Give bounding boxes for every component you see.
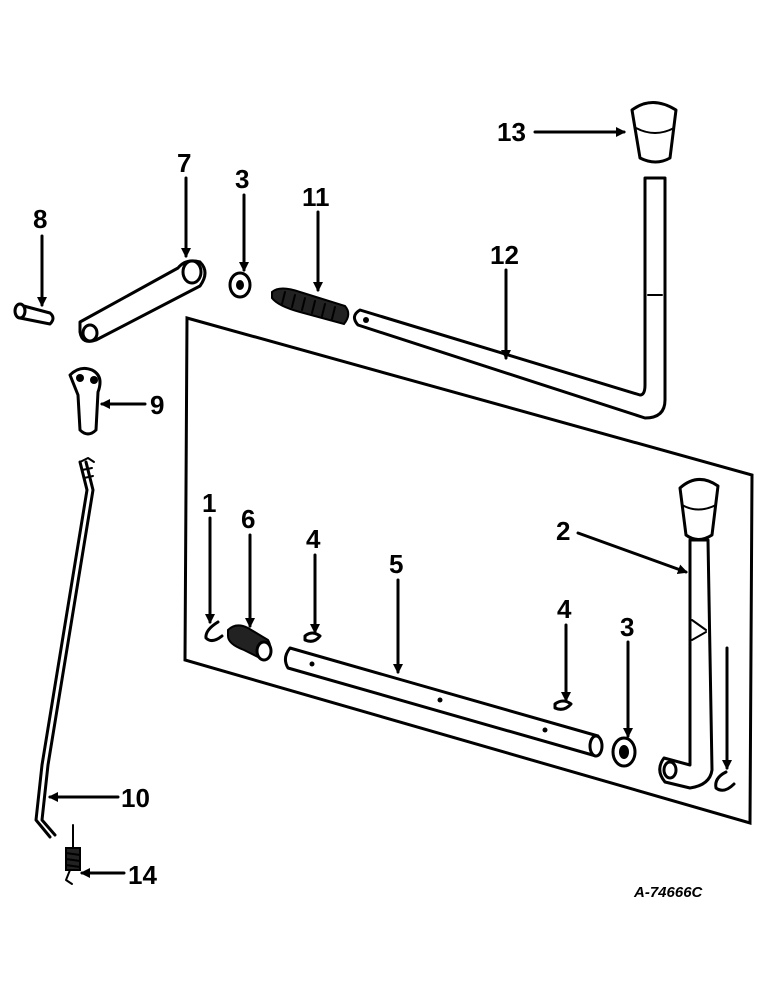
callout-7: 7 [177, 148, 191, 178]
callout-13: 13 [497, 117, 526, 147]
part-7-arm [78, 259, 207, 343]
part-1-clip-right [714, 770, 736, 792]
callout-4-right: 4 [557, 594, 572, 624]
callout-4-left: 4 [306, 524, 321, 554]
callout-2: 2 [556, 516, 570, 546]
part-6-spring-sleeve [227, 624, 273, 662]
callout-14: 14 [128, 860, 157, 890]
part-12-lever-rod [353, 176, 667, 420]
leader-lines [37, 127, 732, 878]
callout-3-upper: 3 [235, 164, 249, 194]
callout-11: 11 [302, 182, 330, 212]
part-1-clip-left [204, 620, 224, 643]
drawing-reference-code: A-74666C [633, 884, 704, 901]
part-13-knob [630, 101, 678, 164]
part-9-clevis [68, 366, 102, 436]
callout-6: 6 [241, 504, 255, 534]
callout-9: 9 [150, 390, 164, 420]
callout-10: 10 [121, 783, 150, 813]
callouts: 13 12 11 3 7 8 9 10 14 1 6 4 5 4 3 2 [33, 117, 634, 890]
callout-8: 8 [33, 204, 47, 234]
background-panel [183, 316, 754, 825]
callout-1-left: 1 [202, 488, 216, 518]
callout-3-lower: 3 [620, 612, 634, 642]
callout-12: 12 [490, 240, 519, 270]
part-11-spring [271, 287, 350, 326]
part-4-key-right [553, 699, 573, 711]
callout-5: 5 [389, 549, 403, 579]
part-4-key-left [303, 631, 322, 643]
part-10-rod [34, 457, 95, 839]
part-3-washer-upper [228, 271, 252, 299]
part-5-shaft [283, 646, 604, 758]
part-8-pin [13, 302, 55, 326]
part-2-shift-lever [658, 478, 720, 790]
part-14-spring [65, 824, 81, 885]
part-3-washer-lower [611, 736, 637, 768]
